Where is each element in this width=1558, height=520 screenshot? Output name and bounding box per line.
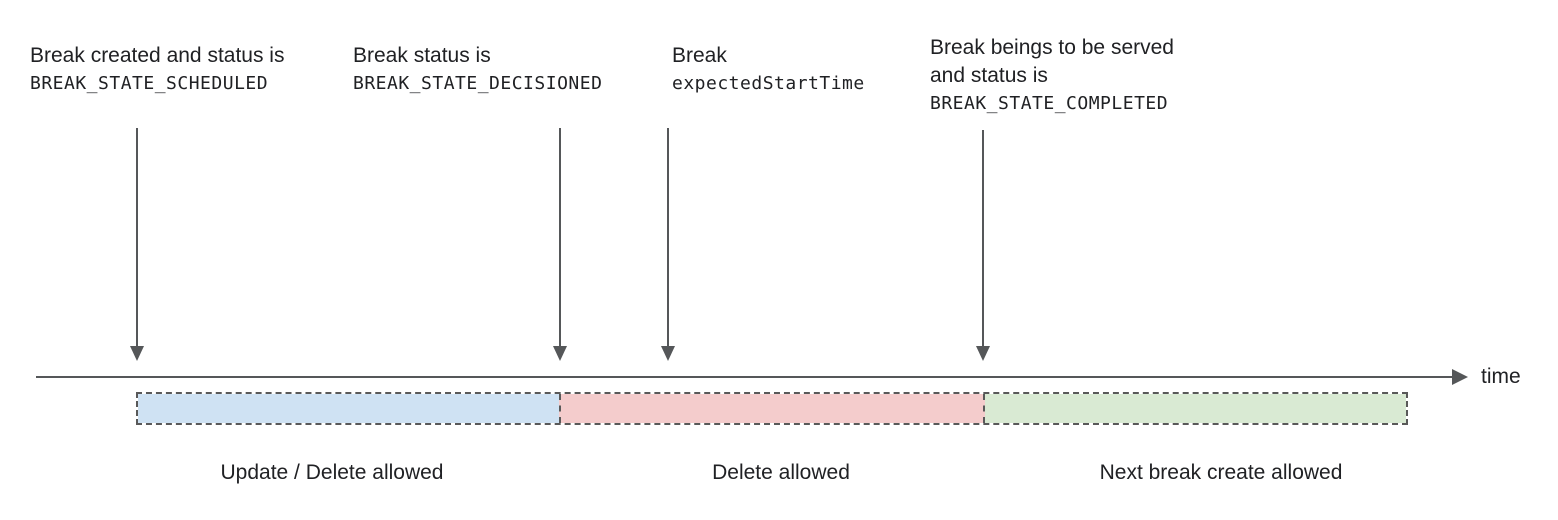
arrow-head-icon: [130, 346, 144, 361]
annotation-state-code: expectedStartTime: [672, 73, 865, 94]
annotation-break-created: Break created and status is BREAK_STATE_…: [30, 42, 284, 98]
annotation-text: Break beings to be served: [930, 36, 1174, 59]
arrow-shaft: [667, 128, 669, 348]
time-axis-label: time: [1481, 365, 1521, 388]
annotation-text: Break: [672, 44, 727, 67]
arrow-head-icon: [976, 346, 990, 361]
arrow-shaft: [559, 128, 561, 348]
annotation-state-code: BREAK_STATE_SCHEDULED: [30, 73, 269, 94]
lifecycle-segment-bar: [136, 392, 1408, 425]
arrow-shaft: [982, 130, 984, 348]
arrow-head-icon: [661, 346, 675, 361]
annotation-expected-start-time: Break expectedStartTime: [672, 42, 865, 98]
segment-label-update-delete: Update / Delete allowed: [220, 461, 444, 484]
annotation-state-code: BREAK_STATE_COMPLETED: [930, 93, 1169, 114]
annotation-text: Break created and status is: [30, 44, 285, 67]
time-axis-arrow-icon: [1452, 369, 1468, 385]
segment-delete-allowed: [559, 394, 985, 423]
segment-label-delete: Delete allowed: [712, 461, 850, 484]
annotation-text: and status is: [930, 64, 1048, 87]
annotation-text: Break status is: [353, 44, 491, 67]
segment-label-next-break: Next break create allowed: [1099, 461, 1343, 484]
annotation-break-completed: Break beings to be served and status is …: [930, 34, 1174, 118]
time-axis-line: [36, 376, 1454, 378]
arrow-shaft: [136, 128, 138, 348]
segment-next-break-create-allowed: [984, 394, 1406, 423]
segment-update-delete-allowed: [138, 394, 560, 423]
annotation-break-decisioned: Break status is BREAK_STATE_DECISIONED: [353, 42, 602, 98]
annotation-state-code: BREAK_STATE_DECISIONED: [353, 73, 603, 94]
arrow-head-icon: [553, 346, 567, 361]
